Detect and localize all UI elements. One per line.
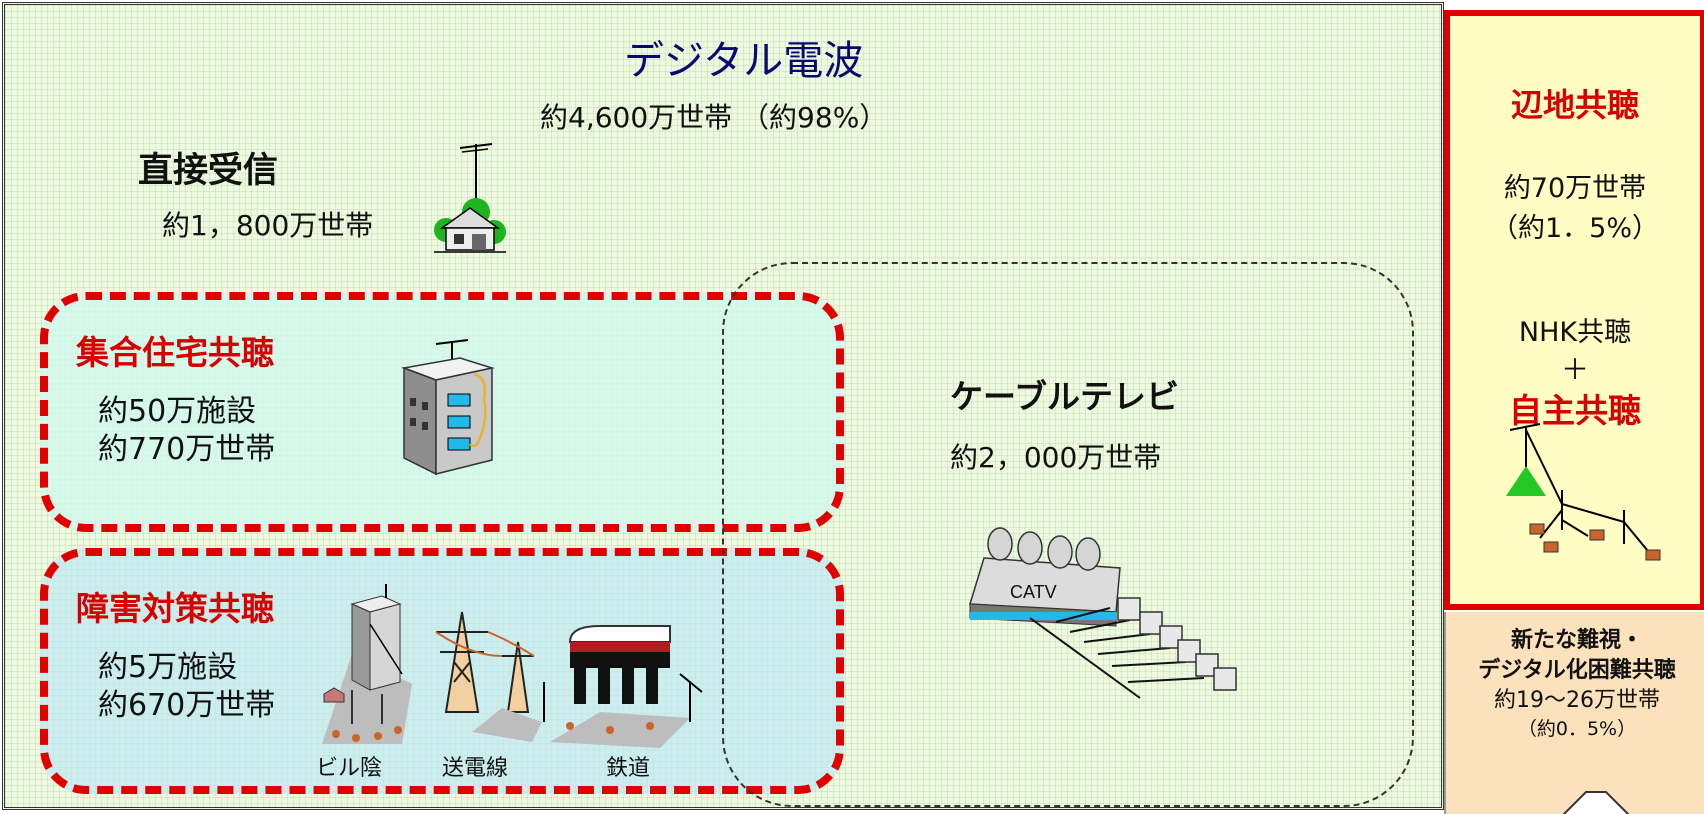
obstacle-measures-facilities: 約5万施設 <box>98 650 238 685</box>
power-line-label: 送電線 <box>442 756 509 781</box>
remote-area-percent: （約1．5%） <box>1490 213 1659 244</box>
building-shadow-label: ビル陰 <box>316 756 383 781</box>
remote-area-households: 約70万世帯 <box>1503 173 1647 204</box>
shared-housing-households: 約770万世帯 <box>98 432 276 467</box>
arrow-shape <box>1562 791 1630 814</box>
digital-wave-households: 約4,600万世帯 （約98%） <box>540 101 888 134</box>
catv-label: CATV <box>1010 582 1057 602</box>
new-difficult-percent: （約0．5%） <box>1517 718 1637 740</box>
cable-tv-title: ケーブルテレビ <box>950 377 1180 416</box>
obstacle-measures-households: 約670万世帯 <box>98 688 276 723</box>
house-antenna-icon <box>434 143 506 253</box>
direct-reception-households: 約1，800万世帯 <box>162 209 374 242</box>
apartment-building-icon <box>401 339 495 476</box>
cable-tv-boundary <box>722 262 1414 807</box>
power-line-icon <box>435 611 542 742</box>
cable-tv-households: 約2，000万世帯 <box>950 441 1162 474</box>
remote-antenna-network-icon <box>1506 423 1661 561</box>
new-difficult-box: 新たな難視・ デジタル化困難共聴 約19～26万世帯 （約0．5%） <box>1444 612 1704 814</box>
new-difficult-line2: デジタル化困難共聴 <box>1478 658 1676 683</box>
shared-housing-title: 集合住宅共聴 <box>76 333 274 372</box>
self-shared-label: 自主共聴 <box>1509 391 1641 430</box>
new-difficult-line1: 新たな難視・ <box>1510 628 1643 653</box>
remote-area-title: 辺地共聴 <box>1510 86 1639 124</box>
plus-sign: ＋ <box>1560 353 1589 386</box>
building-shadow-icon <box>322 584 412 744</box>
nhk-shared-label: NHK共聴 <box>1518 317 1632 348</box>
obstacle-measures-title: 障害対策共聴 <box>76 589 274 628</box>
new-difficult-households: 約19～26万世帯 <box>1494 688 1660 713</box>
railway-icon <box>543 625 703 748</box>
catv-station-icon: CATV <box>969 527 1237 699</box>
direct-reception-title: 直接受信 <box>138 151 279 191</box>
digital-wave-title: デジタル電波 <box>624 38 864 84</box>
obstacle-measures-box <box>40 548 844 794</box>
railway-label: 鉄道 <box>606 756 651 781</box>
remote-area-box: 辺地共聴 約70万世帯 （約1．5%） NHK共聴 ＋ 自主共聴 <box>1444 10 1704 610</box>
shared-housing-facilities: 約50万施設 <box>98 394 257 429</box>
